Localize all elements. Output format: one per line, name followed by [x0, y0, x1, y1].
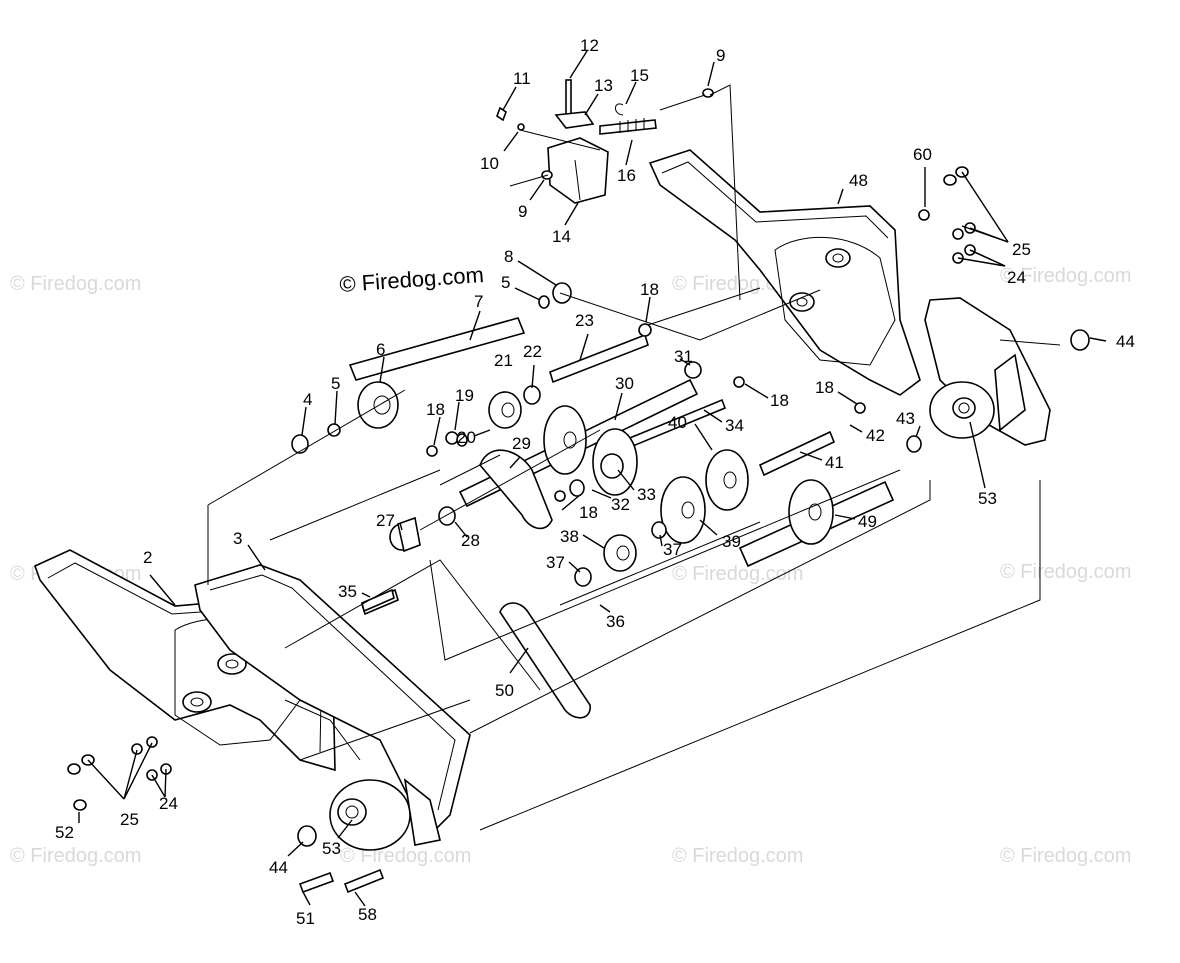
callout-label: 18	[815, 378, 834, 397]
callout-label: 4	[303, 390, 312, 409]
callout-label: 28	[461, 531, 480, 550]
callout-label: 41	[825, 453, 844, 472]
callout-label: 7	[474, 292, 483, 311]
callout-label: 37	[663, 540, 682, 559]
callout-label: 13	[594, 76, 613, 95]
callout-label: 34	[725, 416, 744, 435]
callout-label: 27	[376, 511, 395, 530]
callout-label: 12	[580, 36, 599, 55]
callout-label: 14	[552, 227, 571, 246]
callout-label: 38	[560, 527, 579, 546]
gears	[357, 381, 834, 572]
callout-label: 39	[722, 532, 741, 551]
callout-label: 18	[579, 503, 598, 522]
callout-label: 36	[606, 612, 625, 631]
callout-label: 25	[120, 810, 139, 829]
lever-bracket	[496, 79, 714, 204]
callout-label: 10	[480, 154, 499, 173]
callout-label: 2	[143, 548, 152, 567]
callout-label: 23	[575, 311, 594, 330]
callout-label: 40	[668, 413, 687, 432]
callout-label: 3	[233, 529, 242, 548]
callout-label: 44	[1116, 332, 1135, 351]
callout-label: 49	[858, 512, 877, 531]
callout-label: 51	[296, 909, 315, 928]
callout-label: 52	[55, 823, 74, 842]
left-hub	[329, 778, 441, 851]
watermark-main: © Firedog.com	[339, 262, 485, 297]
callout-label: 21	[494, 351, 513, 370]
callout-label: 5	[501, 273, 510, 292]
callout-label: 8	[504, 247, 513, 266]
callout-label: 30	[615, 374, 634, 393]
callout-label: 9	[518, 202, 527, 221]
bearings-washers	[291, 282, 1090, 847]
fasteners-left	[67, 736, 172, 811]
alignment-lines	[207, 84, 1061, 831]
callout-label: 42	[866, 426, 885, 445]
callout-label: 37	[546, 553, 565, 572]
callout-label: 31	[674, 347, 693, 366]
callout-label: 50	[495, 681, 514, 700]
watermark: © Firedog.com	[672, 845, 803, 867]
callout-label: 9	[716, 46, 725, 65]
callout-label: 20	[457, 428, 476, 447]
right-side-frame	[648, 149, 921, 396]
watermark: © Firedog.com	[1000, 265, 1131, 287]
watermark: © Firedog.com	[1000, 845, 1131, 867]
callout-label: 60	[913, 145, 932, 164]
callout-label: 24	[1007, 268, 1026, 287]
fasteners-right	[918, 166, 976, 264]
watermark: © Firedog.com	[1000, 561, 1131, 583]
callout-labels: 2 3 4 5 5 6 7 8 9 9 10 11 12 13 14 15 16…	[55, 36, 1135, 928]
watermark: © Firedog.com	[672, 563, 803, 585]
callout-label: 32	[611, 495, 630, 514]
callout-label: 18	[426, 400, 445, 419]
callout-label: 19	[455, 386, 474, 405]
right-chain-case	[924, 297, 1051, 446]
callout-label: 6	[376, 340, 385, 359]
leader-lines	[78, 50, 1107, 907]
chains-bolts	[298, 449, 591, 894]
callout-label: 48	[849, 171, 868, 190]
callout-label: 29	[512, 434, 531, 453]
callout-label: 25	[1012, 240, 1031, 259]
callout-label: 16	[617, 166, 636, 185]
callout-label: 44	[269, 858, 288, 877]
callout-label: 35	[338, 582, 357, 601]
callout-label: 18	[640, 280, 659, 299]
callout-label: 43	[896, 409, 915, 428]
callout-label: 33	[637, 485, 656, 504]
watermark: © Firedog.com	[10, 845, 141, 867]
callout-label: 5	[331, 374, 340, 393]
callout-label: 11	[513, 69, 531, 88]
callout-label: 15	[630, 66, 649, 85]
callout-label: 22	[523, 342, 542, 361]
callout-label: 53	[978, 489, 997, 508]
callout-label: 24	[159, 794, 178, 813]
callout-label: 53	[322, 839, 341, 858]
watermark: © Firedog.com	[10, 273, 141, 295]
callout-label: 18	[770, 391, 789, 410]
callout-label: 58	[358, 905, 377, 924]
